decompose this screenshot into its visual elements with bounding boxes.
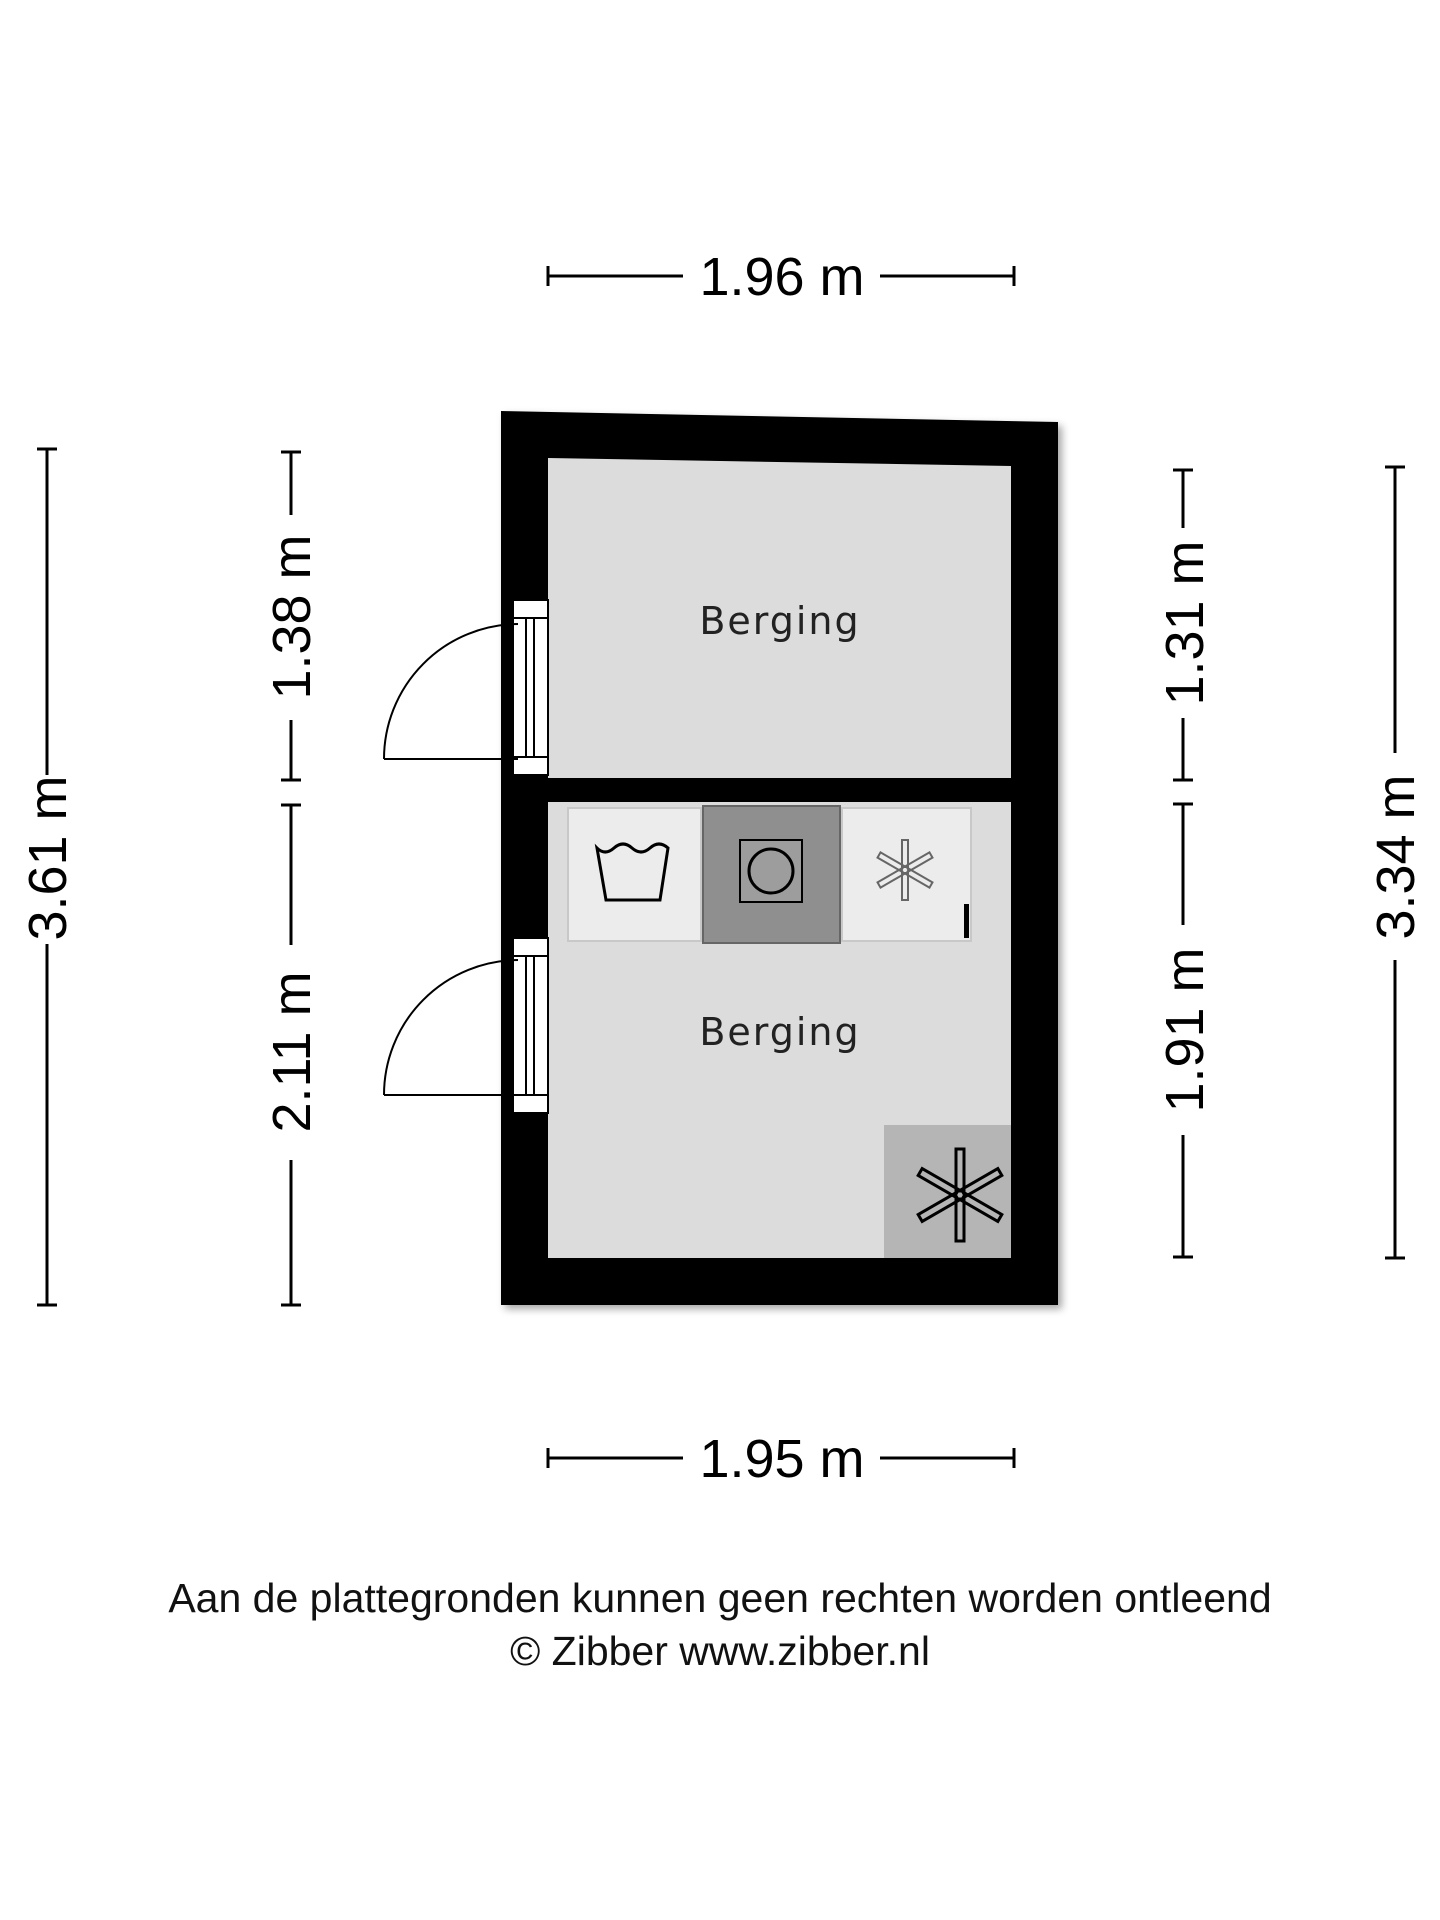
bottom-width-label: 1.95 m [699,1429,864,1489]
dimension-bottom-width: 1.95 m [546,1429,1016,1489]
ventilation-icon [841,807,972,942]
lower-door-frame [512,937,549,1114]
dimension-left-segments: 1.38 m 2.11 m [262,450,322,1307]
right-total-label: 3.34 m [1366,774,1426,939]
lower-room-label: Berging [699,1010,860,1054]
left-upper-label: 1.38 m [262,534,322,699]
left-total-label: 3.61 m [18,775,78,940]
dimension-top-width: 1.96 m [546,247,1016,307]
copyright-text: © Zibber www.zibber.nl [510,1628,930,1674]
lower-door-swing [383,959,519,1096]
disclaimer-text: Aan de plattegronden kunnen geen rechten… [168,1575,1272,1621]
top-width-label: 1.96 m [699,247,864,307]
dimension-right-segments: 1.31 m 1.91 m [1155,468,1215,1259]
upper-door-frame [512,599,549,776]
upper-door-swing [383,623,519,760]
heater-icon [884,1125,1011,1258]
boiler-icon [702,805,841,944]
washing-machine-icon [567,807,702,942]
upper-room-label: Berging [699,599,860,643]
dimension-left-total: 3.61 m [18,447,78,1307]
dimension-right-total: 3.34 m [1366,465,1426,1260]
left-lower-label: 2.11 m [262,971,322,1132]
right-upper-label: 1.31 m [1155,540,1215,705]
right-lower-label: 1.91 m [1155,947,1215,1112]
upper-room-floor [548,458,1011,778]
fixtures [567,805,1011,1258]
